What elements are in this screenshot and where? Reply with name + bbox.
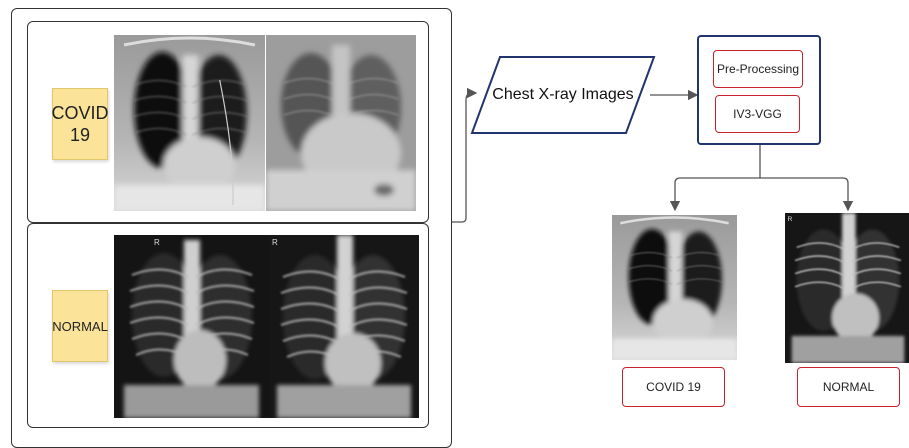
- normal-class-label: NORMAL: [52, 290, 108, 362]
- normal-label-text: NORMAL: [52, 319, 108, 334]
- input-data-label: Chest X-ray Images: [480, 55, 646, 135]
- covid-label-line2: 19: [70, 124, 90, 146]
- preprocessing-step-box: Pre-Processing: [713, 50, 803, 88]
- output-normal-xray-image: R: [785, 213, 909, 363]
- covid-label-line1: COVID: [52, 102, 109, 124]
- output-covid-xray-image: [612, 215, 737, 360]
- r-marker-2: R: [272, 238, 278, 247]
- covid-class-label: COVID 19: [52, 88, 108, 160]
- output-normal-label: NORMAL: [797, 367, 900, 407]
- output-covid-label: COVID 19: [622, 367, 725, 407]
- iv3-vgg-model-box: IV3-VGG: [715, 95, 800, 133]
- covid-xray-image-1: [114, 35, 265, 211]
- r-marker-3: R: [788, 216, 793, 223]
- r-marker-1: R: [154, 238, 160, 247]
- covid-xray-image-2: [266, 35, 416, 211]
- normal-xray-image-1: R: [114, 235, 269, 418]
- normal-xray-image-2: R: [269, 235, 419, 418]
